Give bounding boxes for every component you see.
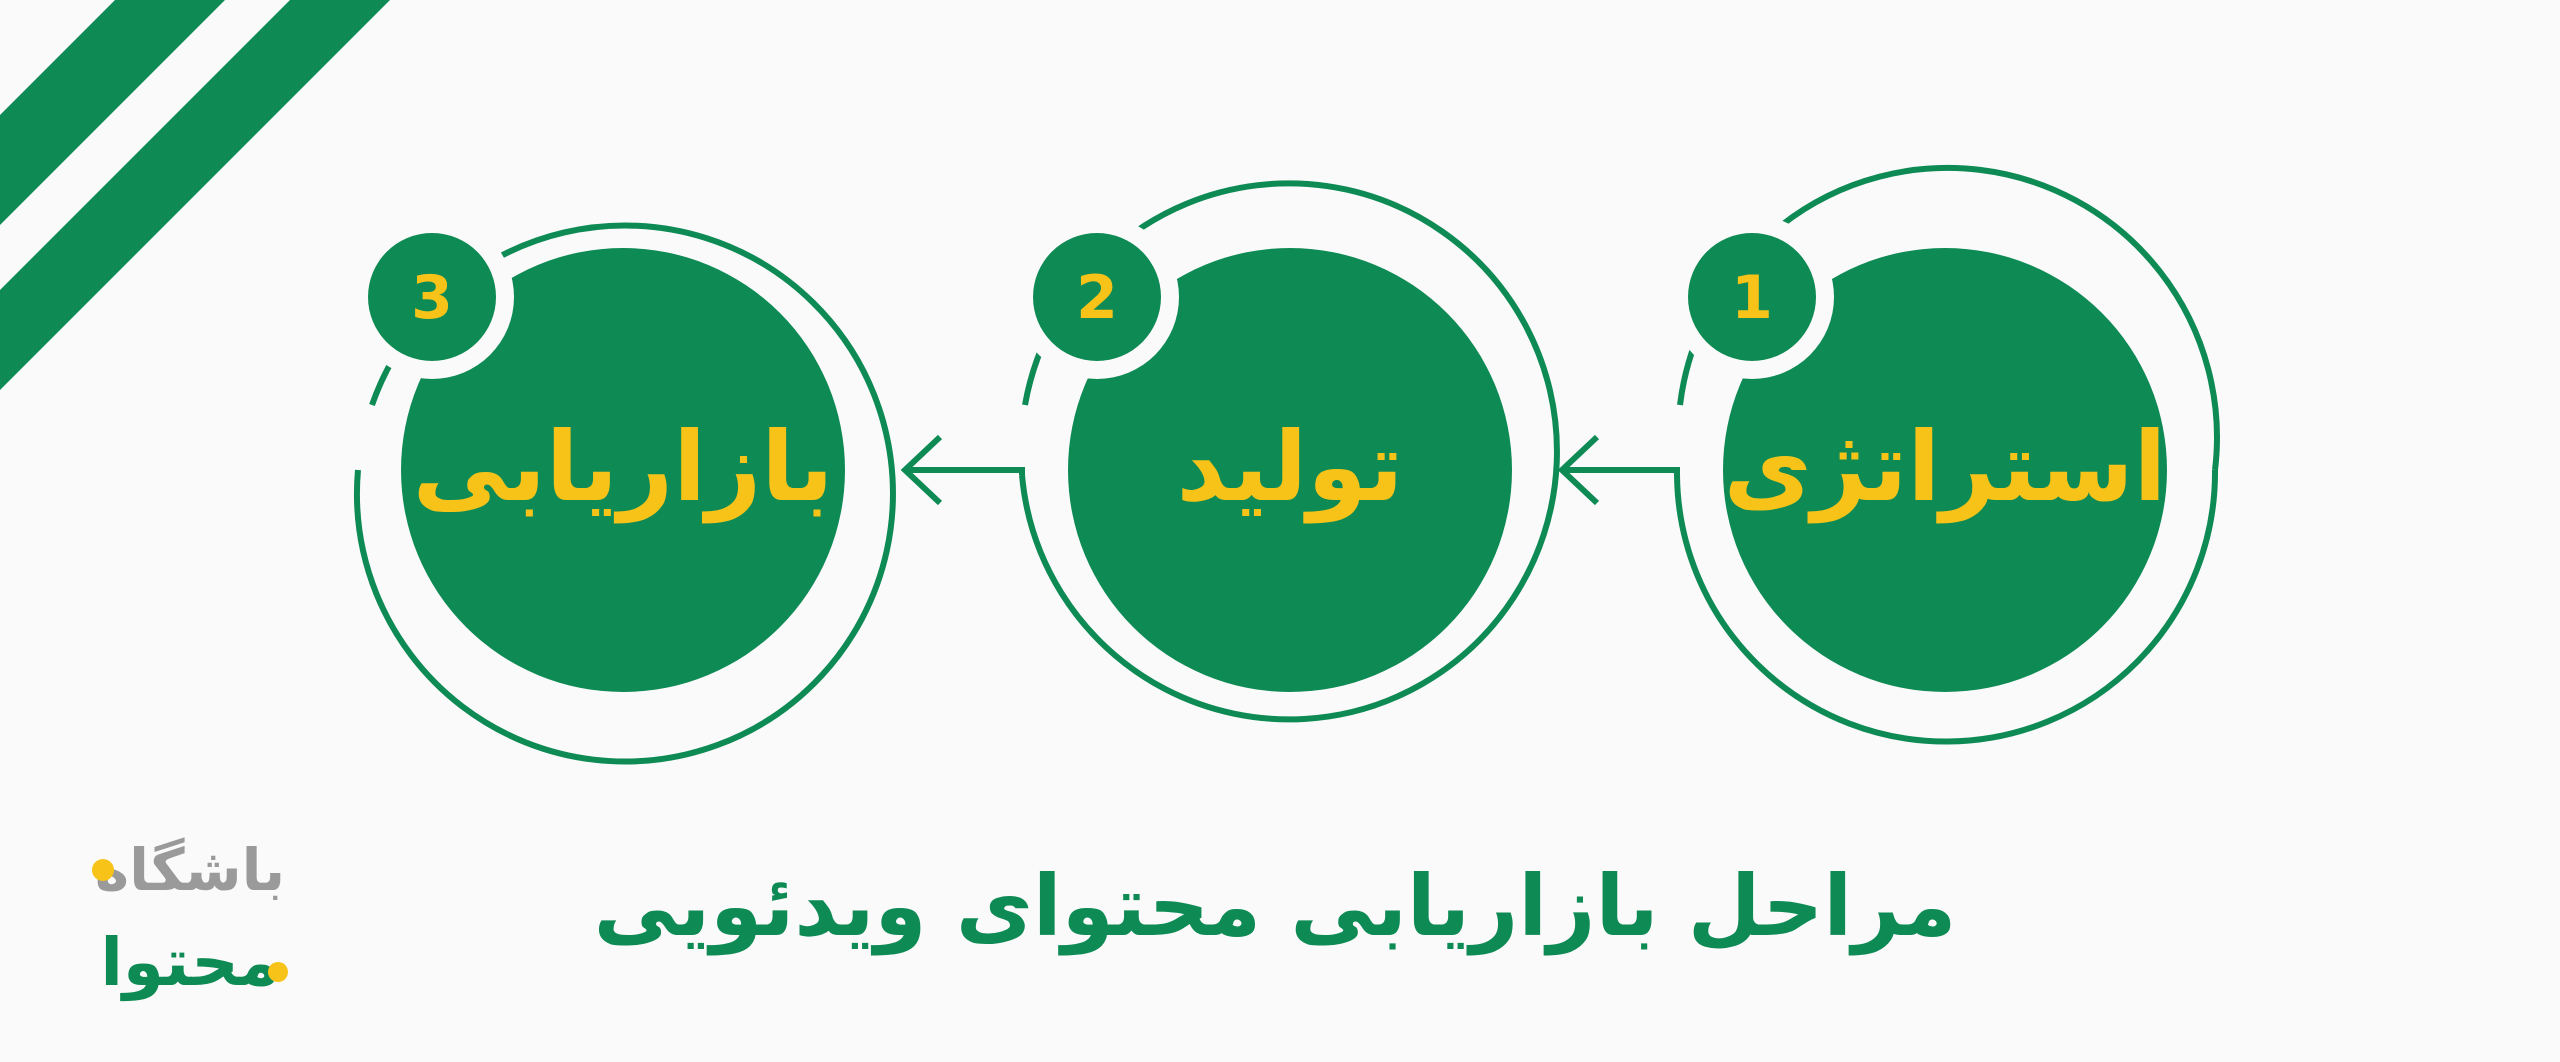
- step-3-number: 3: [411, 263, 453, 333]
- connector-2-3-line: [905, 467, 1025, 475]
- step-2-title: تولید: [1177, 411, 1404, 524]
- brand-logo: باشگاه محتوا: [92, 836, 288, 1002]
- step-1-ring-lower: [1674, 469, 2219, 745]
- step-3: 3 بازاریابی: [350, 215, 896, 765]
- connector-1-2: [1557, 434, 1680, 506]
- step-2-number: 2: [1076, 263, 1118, 333]
- step-3-title: بازاریابی: [413, 411, 834, 523]
- logo-line-2: محتوا: [100, 924, 279, 1002]
- logo-yellow-dot-2: [268, 962, 288, 982]
- step-3-ring: [353, 222, 896, 765]
- connector-1-2-arrowhead: [1557, 434, 1600, 506]
- logo-yellow-dot: [92, 859, 114, 881]
- step-1-badge: [1688, 233, 1816, 361]
- corner-stripe-outer: [0, 0, 225, 225]
- connector-1-2-line: [1562, 467, 1680, 475]
- step-2-ring: [1019, 180, 1560, 723]
- step-1-number: 1: [1731, 263, 1773, 333]
- step-3-badge: [368, 233, 496, 361]
- headline: مراحل بازاریابی محتوای ویدئویی: [594, 857, 1957, 956]
- connector-2-3-arrowhead: [900, 434, 943, 506]
- corner-stripe-inner: [0, 0, 390, 390]
- connector-2-3: [900, 434, 1025, 506]
- step-2: 2 تولید: [1015, 180, 1560, 723]
- step-2-badge: [1033, 233, 1161, 361]
- corner-stripes: [0, 0, 390, 390]
- step-1-circle: [1723, 248, 2167, 692]
- step-2-circle: [1068, 248, 1512, 692]
- logo-line-1: باشگاه: [95, 836, 285, 904]
- step-1: 1 استراتژی: [1670, 165, 2220, 745]
- step-3-circle: [401, 248, 845, 692]
- step-1-title: استراتژی: [1724, 411, 2167, 523]
